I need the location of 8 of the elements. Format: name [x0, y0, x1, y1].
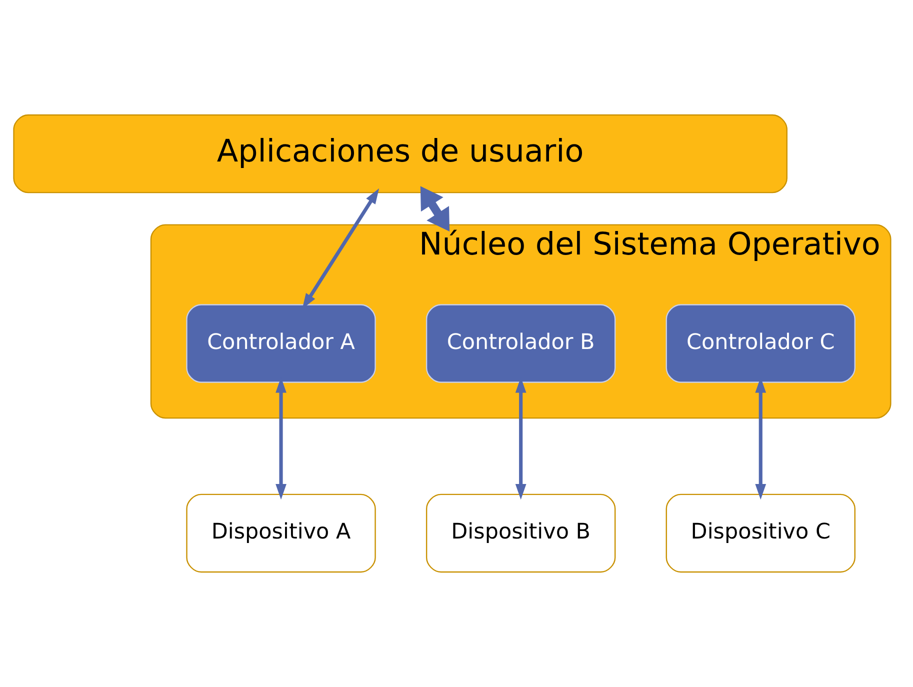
arrow: [420, 186, 450, 232]
node-box: Dispositivo B: [425, 494, 616, 573]
node-box: Aplicaciones de usuario: [12, 114, 787, 194]
node-box: Controlador B: [425, 304, 616, 383]
node-box: Dispositivo C: [665, 494, 855, 573]
node-box: Controlador C: [665, 304, 855, 383]
node-box: Controlador A: [186, 304, 376, 383]
node-box: Dispositivo A: [186, 494, 376, 573]
